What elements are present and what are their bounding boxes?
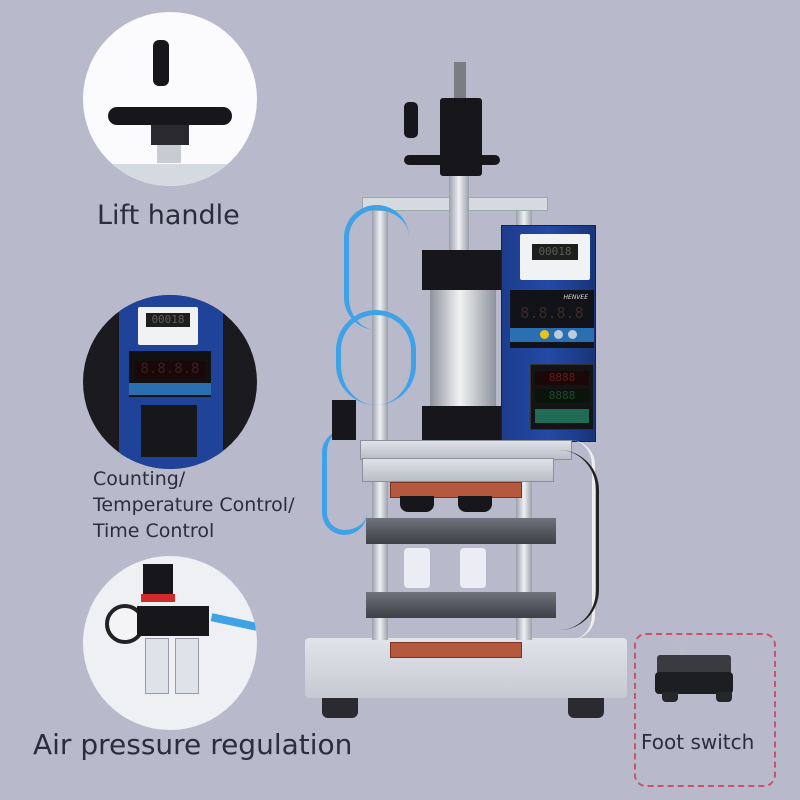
lift-handle-label: Lift handle [97, 200, 240, 231]
handle-grip-icon [153, 40, 169, 86]
lower-heating-plate [390, 642, 522, 658]
foot-switch-label: Foot switch [641, 730, 755, 754]
handle-grip-icon [404, 102, 418, 138]
handwheel-icon [404, 155, 500, 165]
counter-display: 00018 [532, 244, 578, 260]
up-button[interactable] [568, 330, 577, 339]
temperature-controller: 8888 8888 [530, 364, 594, 430]
set-button[interactable] [540, 330, 549, 339]
brand-label: HENVEE [563, 294, 588, 301]
timer-display: 8.8.8.8 [135, 361, 205, 379]
lift-handle-image [83, 12, 257, 186]
shift-button[interactable] [554, 330, 563, 339]
controls-label: Counting/ Temperature Control/ Time Cont… [93, 468, 295, 542]
air-regulator-image [83, 556, 257, 730]
air-cylinder [430, 290, 496, 408]
air-pressure-label: Air pressure regulation [33, 728, 353, 761]
air-valve [332, 400, 356, 440]
air-tube [344, 205, 409, 330]
air-tube [336, 310, 416, 405]
temperature-controller [141, 405, 197, 457]
air-tube [322, 430, 367, 535]
counter-display: 00018 [146, 313, 190, 327]
control-box: 00018 HENVEE 8.8.8.8 8888 8888 [501, 225, 596, 442]
temp-display-top: 8888 [535, 371, 589, 385]
timer-display: 8.8.8.8 [520, 304, 584, 322]
handwheel-icon [108, 107, 232, 125]
foot-switch-icon [657, 655, 731, 675]
temp-display-bottom: 8888 [535, 389, 589, 403]
upper-heating-plate [390, 482, 522, 498]
control-panel-image: 00018 8.8.8.8 [83, 295, 257, 469]
foot-switch-callout [634, 633, 776, 787]
